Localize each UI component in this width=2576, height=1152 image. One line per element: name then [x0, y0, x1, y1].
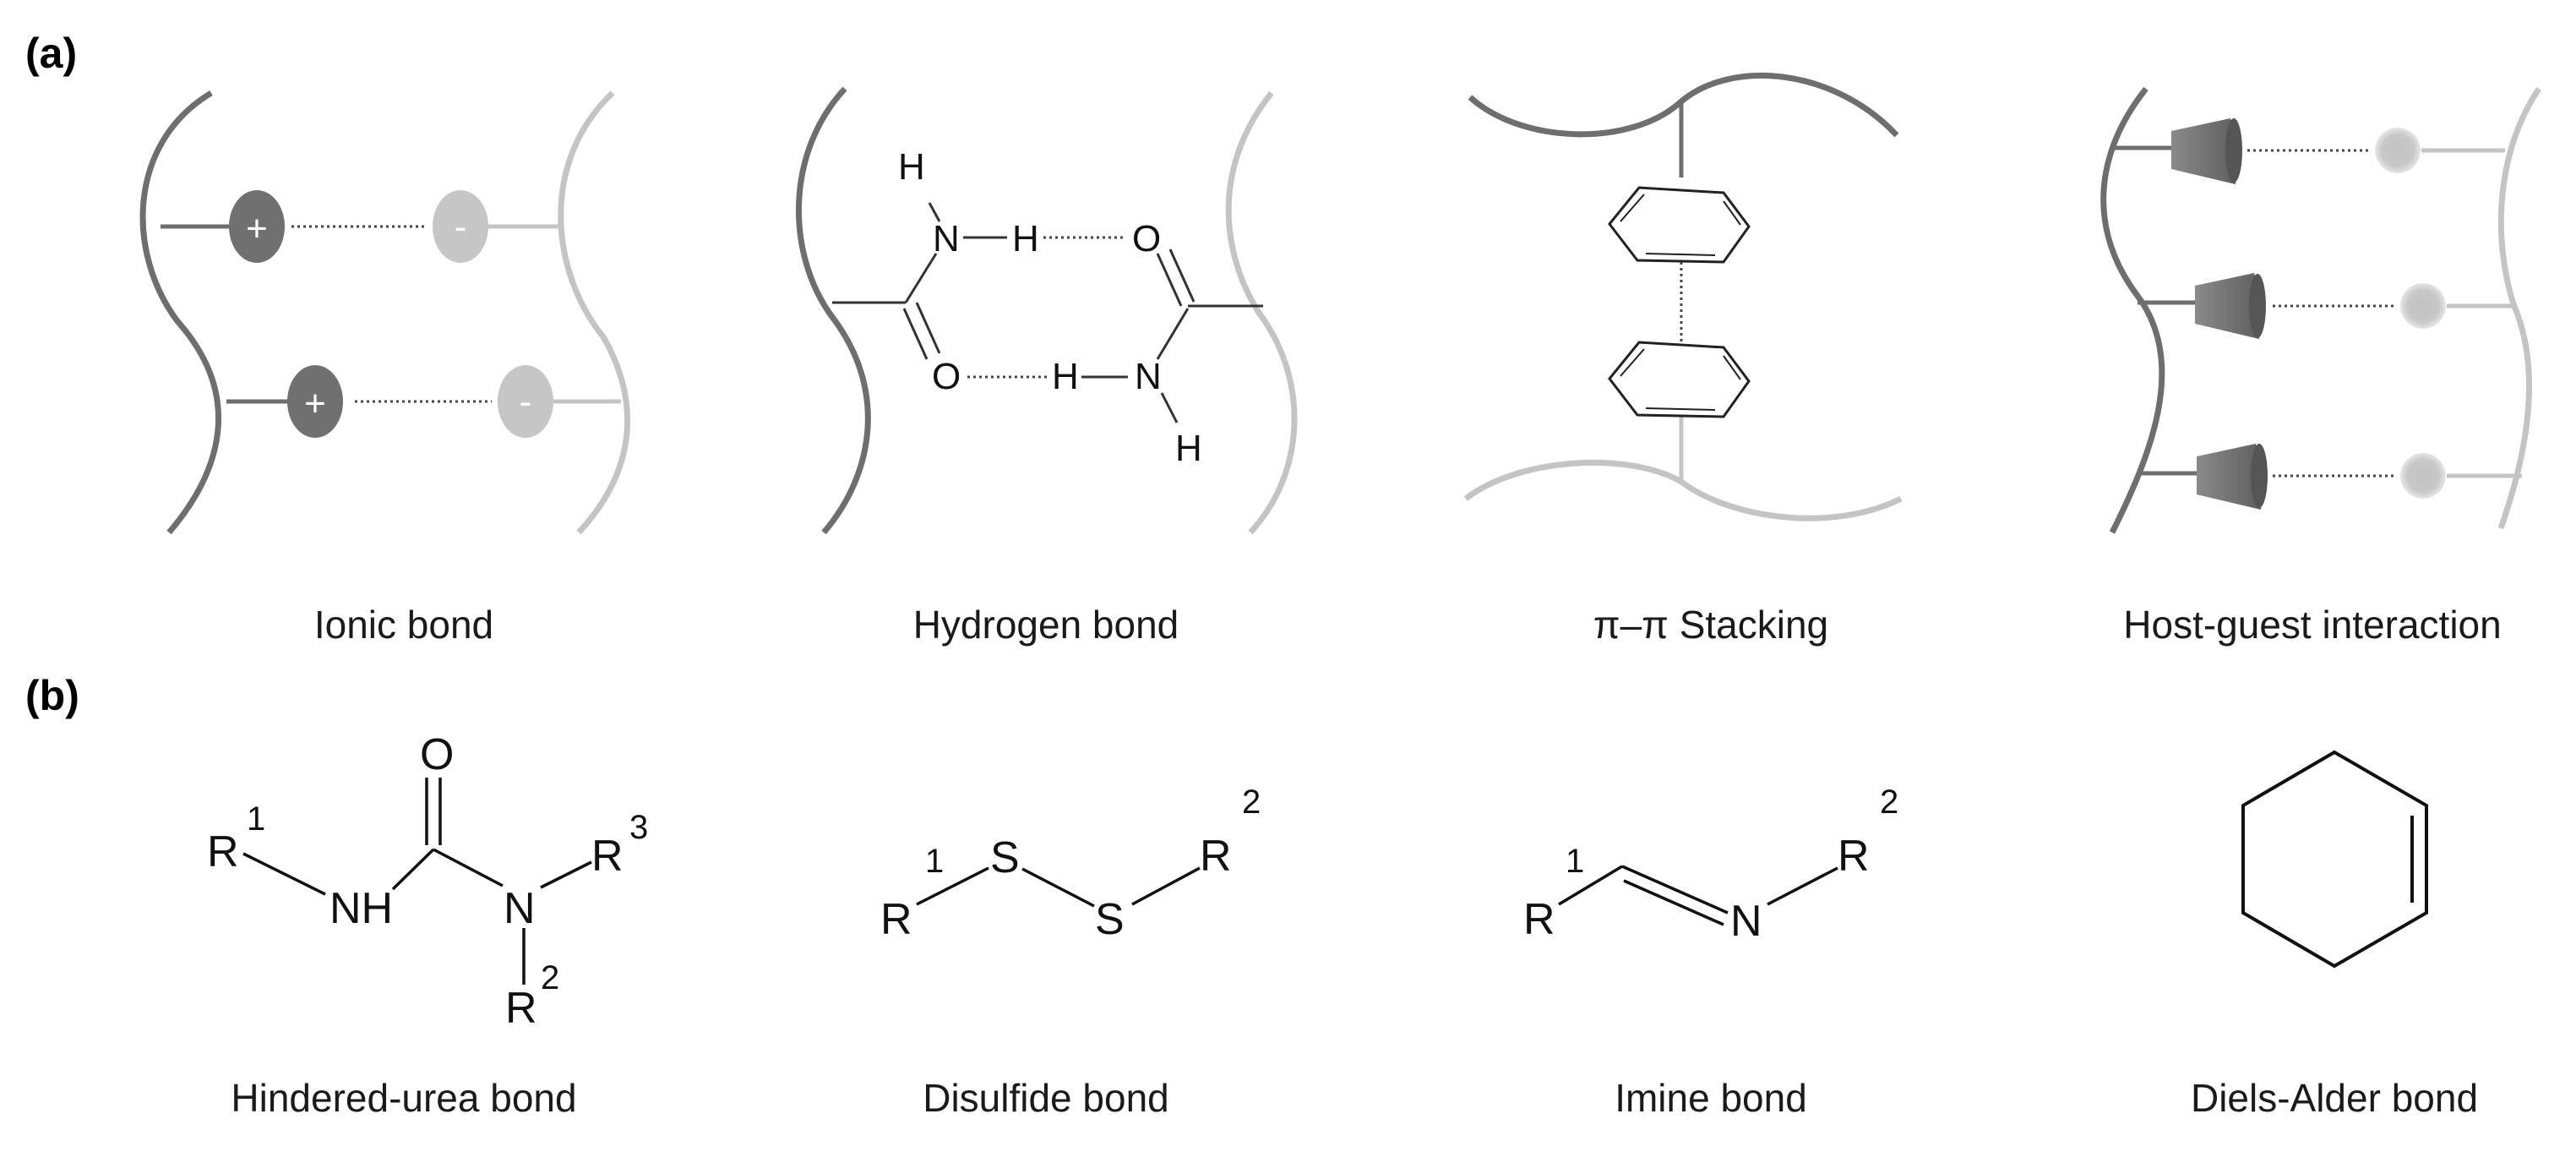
atom-S: S [990, 833, 1020, 882]
cation-1 [229, 190, 285, 263]
atom-O: O [932, 356, 961, 397]
hydrogen-bond-diagram: H N H O O H N H [796, 86, 1298, 535]
anion-1 [433, 190, 488, 263]
superscript-1: 1 [925, 843, 944, 880]
atom-H: H [1012, 218, 1039, 259]
plus-sign: + [304, 383, 326, 424]
host-cup-icon [2197, 444, 2263, 510]
atom-R1: R [207, 827, 239, 876]
caption-hindered-urea: Hindered-urea bond [231, 1076, 576, 1120]
pi-stacking-diagram [1463, 72, 1903, 521]
atom-R3: R [591, 832, 624, 881]
caption-host-guest: Host-guest interaction [2123, 603, 2501, 647]
caption-ionic-bond: Ionic bond [314, 603, 493, 647]
cation-2 [287, 365, 343, 438]
host-guest-row [2138, 273, 2516, 339]
anion-2 [498, 365, 553, 438]
bond-line [1156, 253, 1183, 307]
atom-O: O [1132, 218, 1161, 259]
minus-sign: - [455, 206, 467, 248]
hbond-left-chain [796, 86, 871, 535]
atom-H: H [1052, 356, 1079, 397]
hbond-right-chain [1225, 90, 1298, 535]
superscript-3: 3 [629, 809, 648, 846]
guest-ball-icon [2400, 453, 2446, 499]
atom-N: N [1730, 897, 1762, 946]
ionic-right-chain [558, 90, 631, 535]
plus-sign: + [246, 208, 268, 249]
atom-R1: R [880, 895, 912, 944]
benzene-ring-icon [1608, 341, 1751, 418]
superscript-2: 2 [1880, 783, 1898, 821]
superscript-2: 2 [1242, 783, 1261, 821]
atom-R2: R [505, 984, 537, 1033]
caption-imine: Imine bond [1615, 1076, 1807, 1120]
atom-N: N [933, 218, 960, 259]
atom-H: H [1175, 428, 1202, 469]
bond-line [1156, 308, 1190, 360]
atom-H: H [898, 146, 925, 188]
superscript-1: 1 [1566, 843, 1584, 880]
atom-R2: R [1200, 832, 1232, 881]
atom-R2: R [1838, 832, 1870, 881]
bond-line [904, 253, 938, 303]
guest-chain [2497, 87, 2541, 530]
host-guest-diagram [2100, 86, 2541, 534]
guest-ball-icon [2400, 283, 2446, 329]
minus-sign: - [520, 381, 532, 423]
atom-S: S [1095, 895, 1125, 944]
panel-label-b: (b) [25, 672, 79, 719]
imine-structure: R 1 N R 2 [1523, 783, 1898, 946]
superscript-1: 1 [247, 800, 265, 838]
caption-disulfide: Disulfide bond [923, 1076, 1169, 1120]
bond-line [928, 202, 941, 222]
atom-R1: R [1523, 895, 1555, 944]
caption-hydrogen-bond: Hydrogen bond [913, 603, 1179, 647]
bond-line [915, 302, 941, 354]
guest-ball-icon [2375, 128, 2421, 173]
atom-N: N [504, 884, 536, 933]
host-cup-icon [2171, 118, 2237, 184]
hindered-urea-structure: O R 1 NH N R 3 R 2 [207, 730, 648, 1033]
atom-N: N [1135, 356, 1162, 397]
bond-line [1168, 248, 1195, 303]
caption-diels-alder: Diels-Alder bond [2191, 1076, 2478, 1120]
host-guest-row [2112, 118, 2505, 184]
ionic-bond-diagram: + - + - [139, 90, 631, 535]
host-cup-icon [2195, 273, 2261, 339]
ionic-left-chain [139, 90, 222, 535]
disulfide-structure: R 1 S S R 2 [880, 783, 1261, 944]
bond-line [1160, 392, 1179, 423]
host-guest-row [2138, 444, 2522, 510]
host-chain [2100, 86, 2165, 534]
superscript-2: 2 [541, 959, 559, 996]
atom-O: O [420, 730, 454, 779]
atom-NH: NH [329, 884, 393, 933]
bond-line [902, 308, 929, 360]
panel-label-a: (a) [25, 30, 77, 77]
cyclohexene-ring-icon [2241, 750, 2428, 969]
caption-pi-stacking: π–π Stacking [1593, 603, 1828, 647]
benzene-ring-icon [1608, 186, 1751, 264]
